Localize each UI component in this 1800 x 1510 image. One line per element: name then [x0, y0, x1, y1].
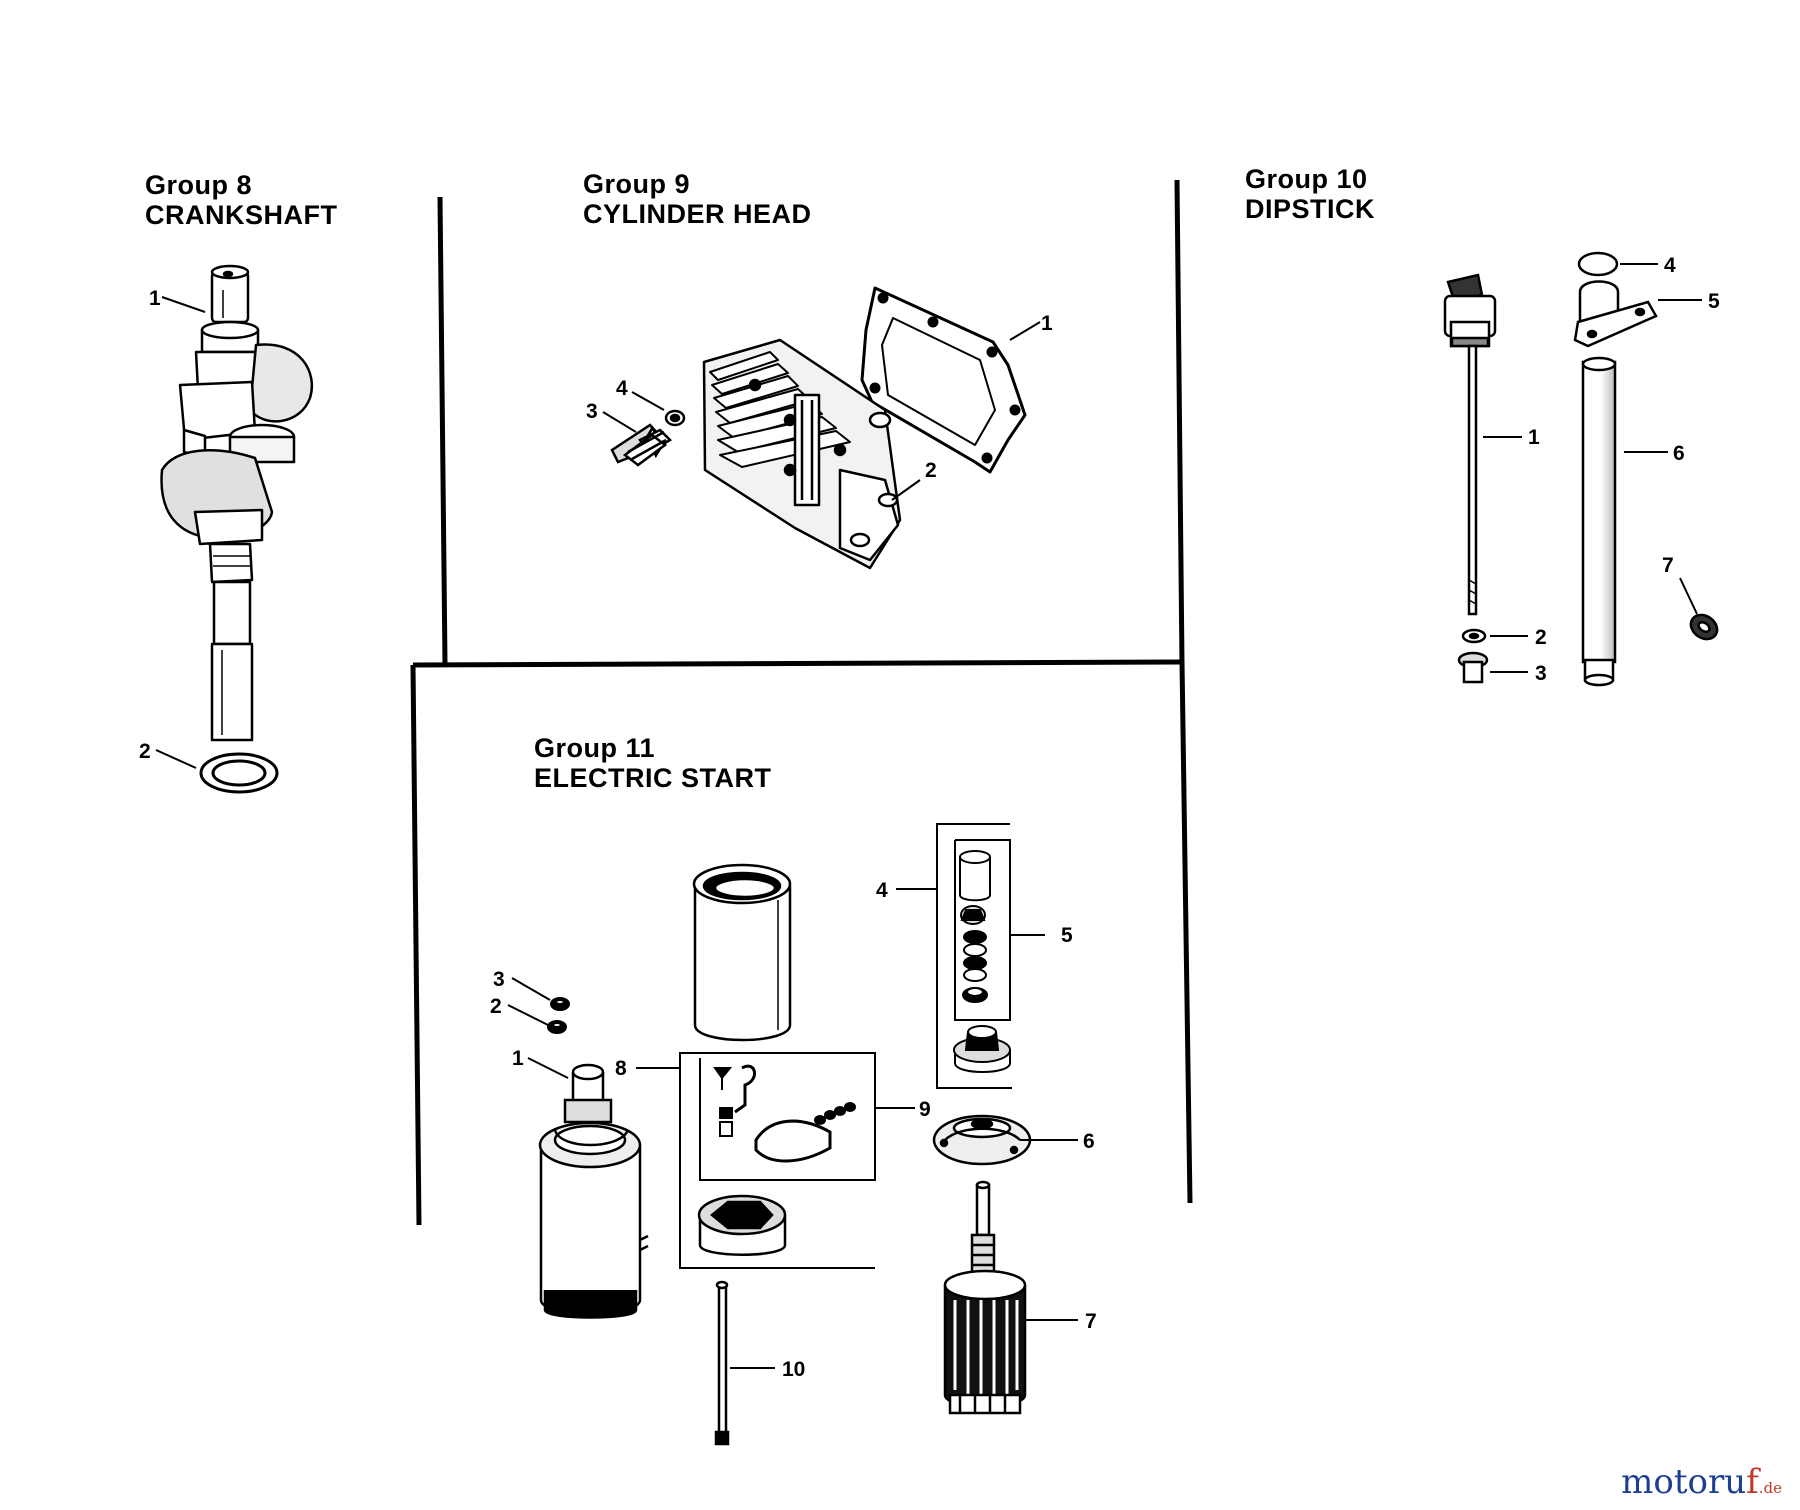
group-8-leaders [155, 296, 206, 769]
dipstick-tube [1581, 356, 1617, 687]
callout: 2 [925, 459, 937, 482]
callout: 3 [493, 968, 505, 991]
callout: 2 [139, 740, 151, 763]
divider-group-11-right [1179, 661, 1193, 1204]
watermark-brand-accent: f [1746, 1462, 1759, 1502]
watermark-brand: motoru [1621, 1462, 1747, 1502]
callout: 4 [876, 879, 888, 902]
group-11-leaders [507, 888, 1078, 1369]
crankshaft-washer [199, 752, 279, 794]
callout: 3 [586, 400, 598, 423]
group-8-name: CRANKSHAFT [145, 200, 338, 230]
group-8-title: Group 8 CRANKSHAFT [145, 170, 337, 230]
callout: 2 [1535, 626, 1547, 649]
dipstick-tube-seal [1689, 613, 1719, 641]
drive-kit-bracket [936, 823, 1012, 1089]
cylinder-head [702, 338, 902, 570]
callout: 10 [782, 1358, 805, 1381]
callout: 6 [1673, 442, 1685, 465]
callout: 3 [1535, 662, 1547, 685]
drive-kit-parts [953, 850, 1011, 1073]
callout: 7 [1662, 554, 1674, 577]
dipstick-tube-o-ring [1577, 251, 1619, 277]
callout: 1 [512, 1047, 524, 1070]
starter-housing-sleeve [692, 863, 792, 1042]
head-washer [664, 409, 686, 427]
group-dividers [410, 179, 1193, 1226]
through-bolt [714, 1280, 730, 1446]
dipstick [1443, 273, 1497, 616]
head-bolt [610, 423, 673, 467]
group-11-number: Group 11 [534, 733, 656, 763]
callout: 4 [1664, 254, 1676, 277]
group-11-name: ELECTRIC START [534, 763, 772, 793]
group-10-title: Group 10 DIPSTICK [1245, 164, 1375, 224]
callout: 7 [1085, 1310, 1097, 1333]
armature [943, 1180, 1027, 1415]
starter-lock-washer [547, 1020, 567, 1034]
dipstick-plug [1457, 651, 1489, 684]
group-8-number: Group 8 [145, 170, 253, 200]
group-9-leaders [602, 321, 1041, 501]
group-10-leaders [1483, 263, 1702, 673]
dipstick-tube-bracket [1573, 280, 1658, 348]
divider-8-9 [437, 196, 448, 665]
group-11-title: Group 11 ELECTRIC START [534, 733, 772, 793]
brush-kit-bracket [679, 1052, 876, 1269]
brush-kit-parts [713, 1064, 856, 1163]
divider-group-11-left [410, 664, 422, 1226]
divider-group-11-top [412, 659, 1183, 668]
group-9-title: Group 9 CYLINDER HEAD [583, 169, 812, 229]
callout: 5 [1061, 924, 1073, 947]
callout: 9 [919, 1098, 931, 1121]
group-10-number: Group 10 [1245, 164, 1368, 194]
group-9-number: Group 9 [583, 169, 691, 199]
group-10-name: DIPSTICK [1245, 194, 1376, 224]
starter-motor-assembly [538, 1063, 649, 1319]
head-gasket [860, 286, 1027, 474]
callout: 8 [615, 1057, 627, 1080]
end-cap-brush-holder [697, 1194, 787, 1256]
starter-nut [550, 997, 570, 1011]
callout: 6 [1083, 1130, 1095, 1153]
dipstick-o-ring-small [1461, 628, 1487, 644]
watermark-logo: motoruf.de [1621, 1462, 1782, 1502]
callout: 5 [1708, 290, 1720, 313]
watermark-tld: .de [1758, 1479, 1782, 1497]
callout: 1 [1528, 426, 1540, 449]
callout: 1 [1041, 312, 1053, 335]
divider-9-10 [1174, 179, 1185, 665]
callout: 1 [149, 287, 161, 310]
group-9-name: CYLINDER HEAD [583, 199, 812, 229]
crankshaft-part [160, 264, 314, 742]
callout: 2 [490, 995, 502, 1018]
drive-end-cap [932, 1114, 1032, 1166]
callout: 4 [616, 377, 628, 400]
